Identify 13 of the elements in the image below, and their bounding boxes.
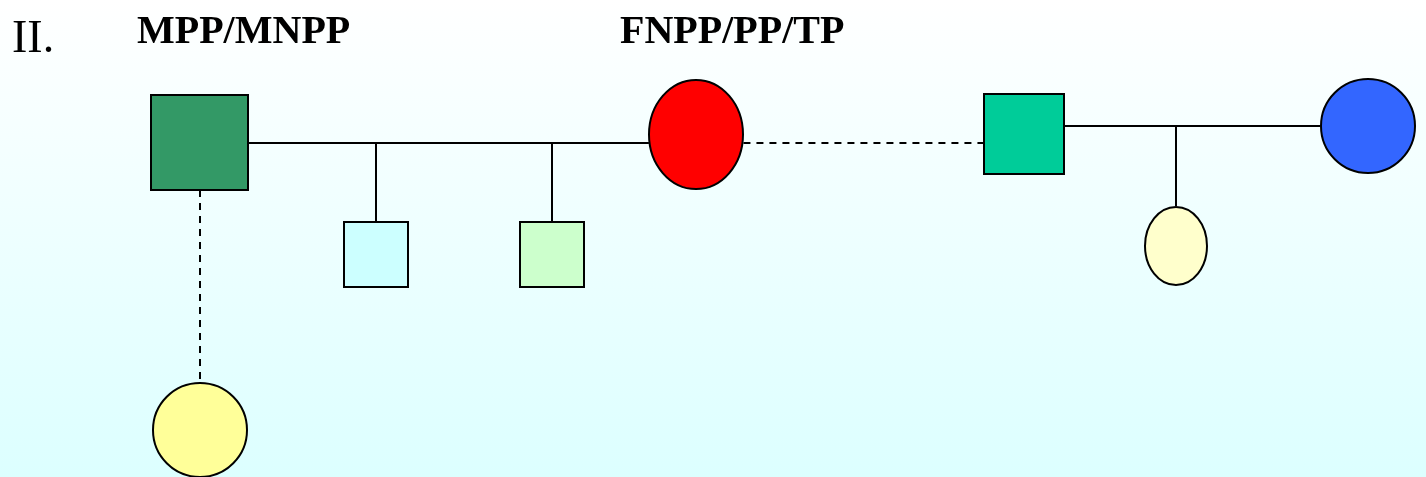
group-heading: FNPP/PP/TP [620,10,845,50]
female-circle [1320,78,1416,174]
section-number: II. [12,14,55,60]
female-circle [1144,206,1208,286]
connector-line [1175,125,1321,207]
male-square [343,221,409,288]
group-heading: MPP/MNPP [137,10,351,50]
male-square [519,221,585,288]
male-square [983,93,1065,175]
dashed-line [742,142,985,144]
male-square [150,94,249,191]
connector-line [551,142,650,223]
female-circle [648,79,744,190]
